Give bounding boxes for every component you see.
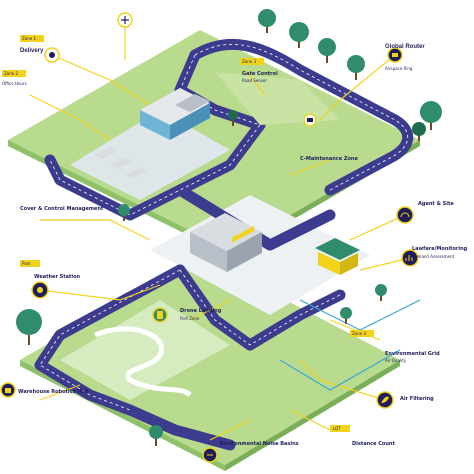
- tree: [420, 101, 442, 130]
- building-office-top: [140, 88, 210, 140]
- label-distance-count: Distance Count: [352, 441, 395, 447]
- label-office-hours: Office Hours: [2, 81, 27, 86]
- label-global-router: Global Router: [385, 44, 425, 50]
- tree: [347, 55, 365, 80]
- drone-icon: [117, 12, 133, 28]
- gauge-icon: [396, 206, 414, 224]
- robot-icon: [0, 382, 16, 398]
- label-environmental-grid: Environmental Grid: [385, 351, 440, 357]
- label-gate-control: Gate Control: [242, 71, 278, 77]
- label-cover-control: Cover & Control Management: [20, 206, 104, 212]
- label-weather-station: Weather Station: [34, 274, 81, 280]
- platform-bottom-edge-r: [225, 360, 400, 471]
- tree: [375, 284, 387, 301]
- zone-tag: Zone 4: [352, 331, 366, 336]
- label-agent-site: Agent & Site: [418, 201, 454, 207]
- tree: [258, 9, 276, 33]
- phone-icon: [152, 307, 168, 323]
- mail-icon: [303, 113, 317, 127]
- zone-tag: Zone 3: [242, 59, 256, 64]
- label-drone-landing: Drone Landing: [180, 308, 222, 314]
- zone-tag: Zone 2: [4, 71, 18, 76]
- weather-icon: [31, 281, 49, 299]
- zone-tags: Zone 1 Zone 2 Zone 3 Zone 4 LOT Park: [2, 35, 374, 432]
- tree: [318, 38, 336, 63]
- leaf-icon: [376, 391, 394, 409]
- label-air-filtering: Air Filtering: [400, 396, 434, 402]
- label-port-zone: Port Zone: [180, 316, 200, 321]
- label-air-quality: Air Quality: [385, 358, 407, 363]
- zone-tag: Zone 1: [22, 36, 36, 41]
- building-warehouse-middle: [190, 213, 262, 272]
- plot-lower-inner: [60, 300, 230, 400]
- plot-top-inner: [215, 72, 340, 125]
- tree: [228, 110, 238, 126]
- captions: Delivery Office Hours Global Router Airs…: [2, 44, 468, 447]
- tree: [16, 309, 42, 345]
- platform-top: [8, 30, 420, 250]
- drone-landing-pad: [94, 326, 192, 398]
- label-airspace-ring: Airspace Ring: [385, 66, 413, 71]
- label-noise-basins: Environmental Noise Basins: [220, 441, 299, 447]
- road-markings: [39, 43, 408, 411]
- tree: [412, 122, 426, 141]
- label-warehouse-robotics: Warehouse Robotics Hub: [18, 389, 89, 395]
- label-road-sensor: Road Sensor: [242, 78, 267, 83]
- label-maintenance-zone: C-Maintenance Zone: [300, 156, 358, 162]
- tree: [289, 22, 309, 48]
- tree: [340, 307, 352, 324]
- label-demand-assessment: Demand Assessment: [412, 254, 455, 259]
- tree: [149, 425, 163, 446]
- noise-icon: [202, 447, 218, 463]
- tree: [118, 204, 130, 221]
- zone-tag: Park: [22, 261, 31, 266]
- building-kiosk: [315, 238, 360, 275]
- road-middle: [174, 184, 336, 251]
- label-delivery: Delivery: [20, 48, 44, 54]
- chart-icon: [401, 249, 419, 267]
- camera-icon: [387, 47, 403, 63]
- label-lawfare-monitoring: Lawfare/Monitoring: [412, 246, 468, 252]
- parked-trucks: [95, 147, 148, 179]
- sensor-icon: [44, 47, 60, 63]
- plot-left-inner: [70, 110, 230, 200]
- trees: [16, 9, 442, 446]
- icon-badges: [0, 12, 419, 463]
- road-lower-bottom: [124, 404, 236, 451]
- platform-top-edge: [8, 140, 230, 256]
- zone-tag: LOT: [333, 426, 341, 431]
